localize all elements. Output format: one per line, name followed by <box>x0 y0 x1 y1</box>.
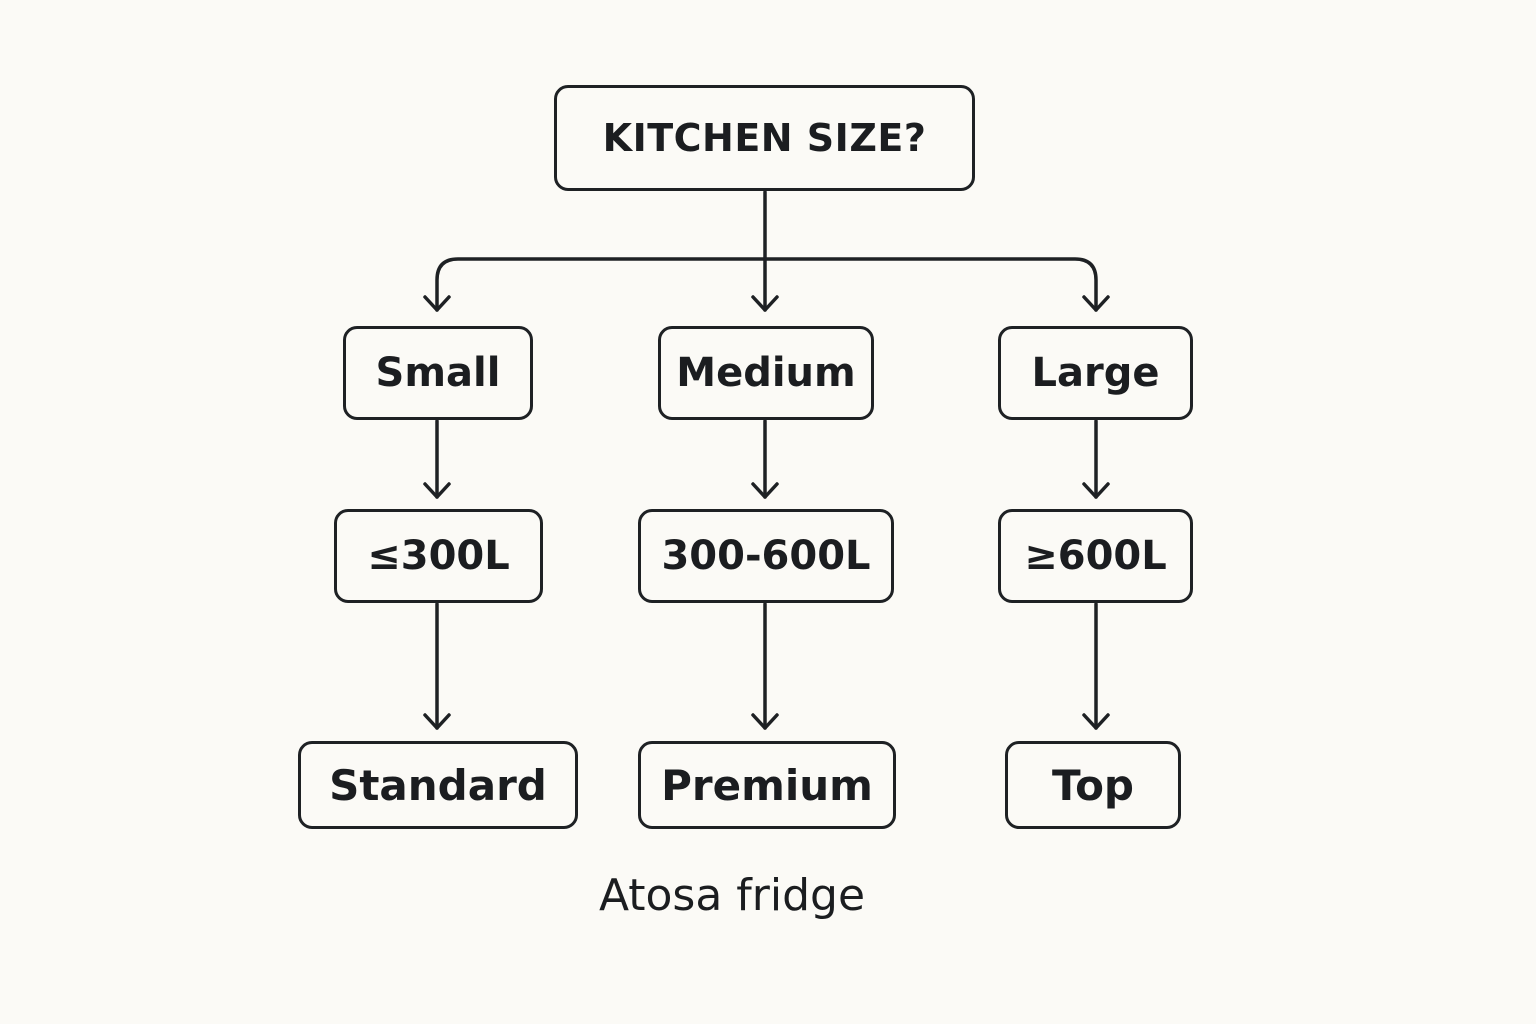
node-capacity-large: ≥600L <box>998 509 1193 603</box>
arrowhead-medium <box>751 295 779 312</box>
arrowhead-large-capacity <box>1082 482 1110 499</box>
node-tier-premium: Premium <box>638 741 896 829</box>
arrowhead-top <box>1082 713 1110 730</box>
node-tier-standard: Standard <box>298 741 578 829</box>
arrowhead-small-capacity <box>423 482 451 499</box>
node-size-large: Large <box>998 326 1193 420</box>
arrowhead-large <box>1082 295 1110 312</box>
connector-root-to-small <box>435 257 767 312</box>
node-capacity-small: ≤300L <box>334 509 543 603</box>
arrowhead-medium-capacity <box>751 482 779 499</box>
root-node-kitchen-size: KITCHEN SIZE? <box>554 85 975 191</box>
arrowhead-small <box>423 295 451 312</box>
node-size-small: Small <box>343 326 533 420</box>
node-tier-top: Top <box>1005 741 1181 829</box>
node-size-medium: Medium <box>658 326 874 420</box>
node-capacity-medium: 300-600L <box>638 509 894 603</box>
diagram-caption: Atosa fridge <box>598 870 866 921</box>
arrowhead-standard <box>423 713 451 730</box>
connector-root-to-large <box>763 257 1098 312</box>
arrowhead-premium <box>751 713 779 730</box>
